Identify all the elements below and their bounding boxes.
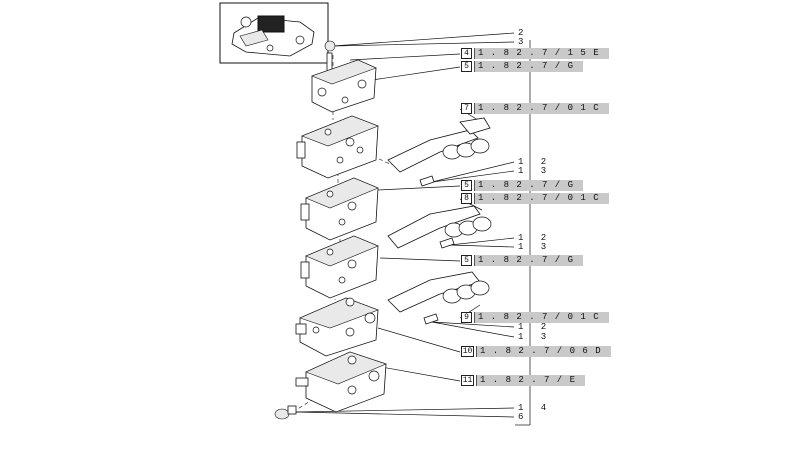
ref-box-10[interactable]: 10 1.82.7/06D [461,346,612,357]
ref-box-11[interactable]: 11 1.82.7/E [461,375,586,386]
ref-index: 9 [461,312,472,323]
callout-12c: 1 2 [518,322,553,332]
coupler-assembly-1 [387,117,491,187]
callout-6: 6 [518,412,530,422]
bottom-section [295,351,387,413]
ref-code: 1.82.7/E [476,375,586,386]
ref-index: 8 [461,193,472,204]
ref-index: 10 [461,346,474,357]
ref-code: 1.82.7/01C [474,103,610,114]
bottom-plug-part [274,405,297,420]
callout-3: 3 [518,37,530,47]
ref-index: 4 [461,48,472,59]
callout-12a: 1 2 [518,157,553,167]
ref-box-7[interactable]: 7 1.82.7/01C [461,103,610,114]
ref-box-8[interactable]: 8 1.82.7/01C [461,193,610,204]
ref-code: 1.82.7/01C [474,312,610,323]
valve-section-2 [300,177,379,241]
callout-2: 2 [518,28,530,38]
ref-index: 5 [461,61,472,72]
valve-section-1 [296,115,379,179]
ref-box-5a[interactable]: 5 1.82.7/G [461,61,584,72]
callout-14: 1 4 [518,403,553,413]
coupler-assembly-2 [387,205,492,249]
ref-code: 1.82.7/G [474,180,584,191]
ref-box-5c[interactable]: 5 1.82.7/G [461,255,584,266]
callout-12b: 1 2 [518,233,553,243]
coupler-assembly-3 [387,271,490,325]
callout-13b: 1 3 [518,242,553,252]
ref-code: 1.82.7/G [474,61,584,72]
ref-code: 1.82.7/01C [474,193,610,204]
callout-13c: 1 3 [518,332,553,342]
ref-index: 7 [461,103,472,114]
ref-code: 1.82.7/06D [476,346,612,357]
callout-13a: 1 3 [518,166,553,176]
ref-box-5b[interactable]: 5 1.82.7/G [461,180,584,191]
end-plate-part [311,59,377,113]
ref-code: 1.82.7/G [474,255,584,266]
ref-index: 11 [461,375,474,386]
ref-index: 5 [461,180,472,191]
ref-box-9[interactable]: 9 1.82.7/01C [461,312,610,323]
ref-code: 1.82.7/15E [474,48,610,59]
ref-index: 5 [461,255,472,266]
valve-section-4 [295,297,379,357]
thumbnail-inset [219,2,329,64]
ref-box-4[interactable]: 4 1.82.7/15E [461,48,610,59]
valve-section-3 [300,235,379,299]
